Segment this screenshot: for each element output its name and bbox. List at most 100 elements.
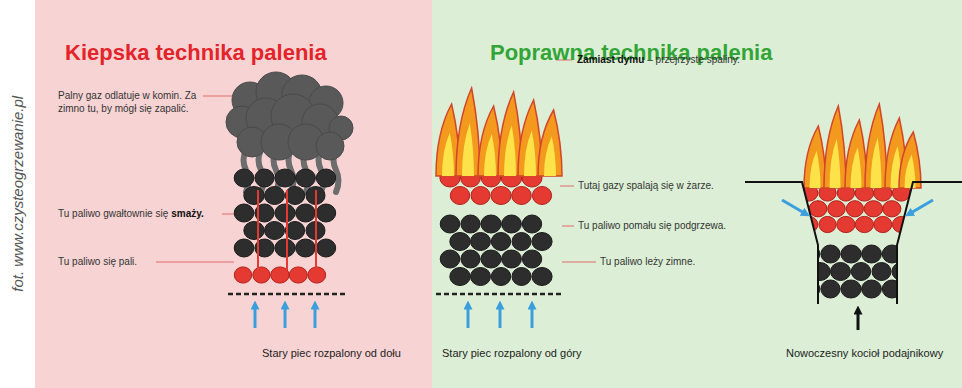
fuel-lump — [810, 263, 830, 281]
label-group: Nowoczesny kocioł podajnikowy — [786, 346, 943, 360]
fuel-lump — [532, 233, 552, 251]
callout-text: Palny gaz odlatuje w komin. Za zimno tu,… — [58, 90, 196, 114]
fuel-lump — [234, 267, 251, 283]
flame-core — [524, 130, 536, 176]
flame-core — [462, 123, 474, 176]
fuel-lump — [471, 233, 491, 251]
fuel-lump — [285, 222, 304, 240]
fuel-lump — [450, 233, 470, 251]
fuel-lump — [841, 245, 861, 263]
fuel-lump — [841, 280, 861, 298]
label-group: fot. www.czysteogrzewanie.pl — [8, 96, 28, 292]
boiler-outline — [745, 182, 962, 304]
panel-title: Kiepska technika palenia — [65, 40, 327, 66]
fuel-lump — [883, 201, 901, 217]
glow-line — [257, 190, 259, 270]
fuel-lump — [855, 216, 873, 232]
fuel-lump — [522, 250, 541, 268]
fuel-lump — [244, 222, 264, 240]
callout-text: Stary piec rozpalony od dołu — [262, 347, 401, 359]
fuel-lump — [882, 245, 901, 263]
fuel-lump — [296, 169, 316, 187]
leader-line — [156, 60, 596, 262]
fuel-lump — [872, 263, 891, 281]
fuel-lump — [265, 187, 285, 205]
fuel-lump — [502, 250, 522, 268]
fuel-lump — [837, 216, 855, 232]
fuel-lump — [285, 187, 304, 205]
flame-core — [484, 134, 496, 176]
fuel-lump — [275, 204, 295, 222]
fuel-lump — [502, 215, 522, 233]
label-group: Tu paliwo się pali. — [58, 255, 137, 268]
fuel-lump — [892, 263, 912, 281]
flame-core — [830, 139, 841, 188]
fuel-lump — [234, 239, 254, 257]
fuel-lump — [289, 267, 307, 283]
fuel-lump — [491, 233, 510, 251]
feed-arrow — [857, 310, 860, 330]
fuel-pile — [234, 169, 335, 283]
flame-core — [871, 138, 882, 188]
fuel-lump — [512, 187, 532, 205]
fuel-lump — [296, 204, 316, 222]
grate — [228, 293, 564, 296]
glow-line — [315, 190, 317, 270]
fuel-lump — [265, 222, 285, 240]
photo-credit: fot. www.czysteogrzewanie.pl — [9, 96, 26, 292]
fuel-lump — [316, 239, 335, 257]
fuel-lump — [440, 215, 460, 233]
fuel-lump — [481, 250, 501, 268]
fuel-lump — [828, 201, 846, 217]
fuel-lump — [275, 239, 295, 257]
flame — [538, 110, 562, 176]
fuel-lump — [800, 245, 820, 263]
fuel-lump — [821, 280, 840, 298]
callout-text: Zamiast dymu — [577, 54, 644, 65]
fuel-lump — [461, 215, 480, 233]
fuel-lump — [275, 169, 295, 187]
air-arrow — [255, 200, 933, 328]
label-group: Tu paliwo leży zimne. — [600, 255, 695, 268]
fuel-lump — [316, 169, 335, 187]
fuel-lump — [471, 268, 491, 286]
label-group: Tutaj gazy spalają się w żarze. — [578, 179, 714, 192]
fuel-lump — [846, 201, 863, 217]
callout-text: smaży. — [171, 208, 204, 219]
label-group: Stary piec rozpalony od góry — [442, 346, 581, 360]
callout-text: Tu paliwo pomału się podgrzewa. — [578, 220, 726, 231]
fuel-lump — [882, 280, 901, 298]
label-group: Tu paliwo pomału się podgrzewa. — [578, 219, 726, 232]
fuel-lump — [461, 250, 480, 268]
fuel-lump — [244, 187, 264, 205]
fuel-lump — [831, 263, 851, 281]
smoke-cloud — [226, 72, 353, 192]
flame — [804, 126, 826, 188]
flame — [824, 106, 846, 188]
fuel-lump — [234, 204, 254, 222]
glow-line — [286, 190, 288, 270]
fuel-lump — [862, 245, 882, 263]
fuel-lump — [450, 268, 470, 286]
flame — [845, 120, 867, 188]
flame-core — [442, 133, 454, 176]
flame-core — [544, 136, 556, 176]
flame — [865, 104, 887, 188]
fuel-lump — [481, 215, 501, 233]
callout-text: Nowoczesny kocioł podajnikowy — [786, 347, 943, 359]
fuel-lump — [255, 169, 274, 187]
fuel-lump — [532, 268, 552, 286]
fuel-lump — [874, 216, 892, 232]
fuel-lump — [512, 233, 531, 251]
callout-text: Tu paliwo gwałtownie się — [58, 208, 168, 219]
fuel-pile — [440, 169, 552, 286]
fuel-lump — [450, 187, 469, 205]
callout-text: – przejrzyste spaliny. — [647, 54, 740, 65]
smoke-puff — [316, 132, 344, 160]
panel-band: Kiepska technika palenia — [35, 0, 432, 388]
flame-core — [851, 147, 862, 188]
callout-text: Stary piec rozpalony od góry — [442, 347, 581, 359]
label-group: Tu paliwo gwałtownie sięsmaży. — [58, 207, 204, 220]
fuel-lump — [532, 187, 551, 205]
fuel-lump — [471, 187, 490, 205]
